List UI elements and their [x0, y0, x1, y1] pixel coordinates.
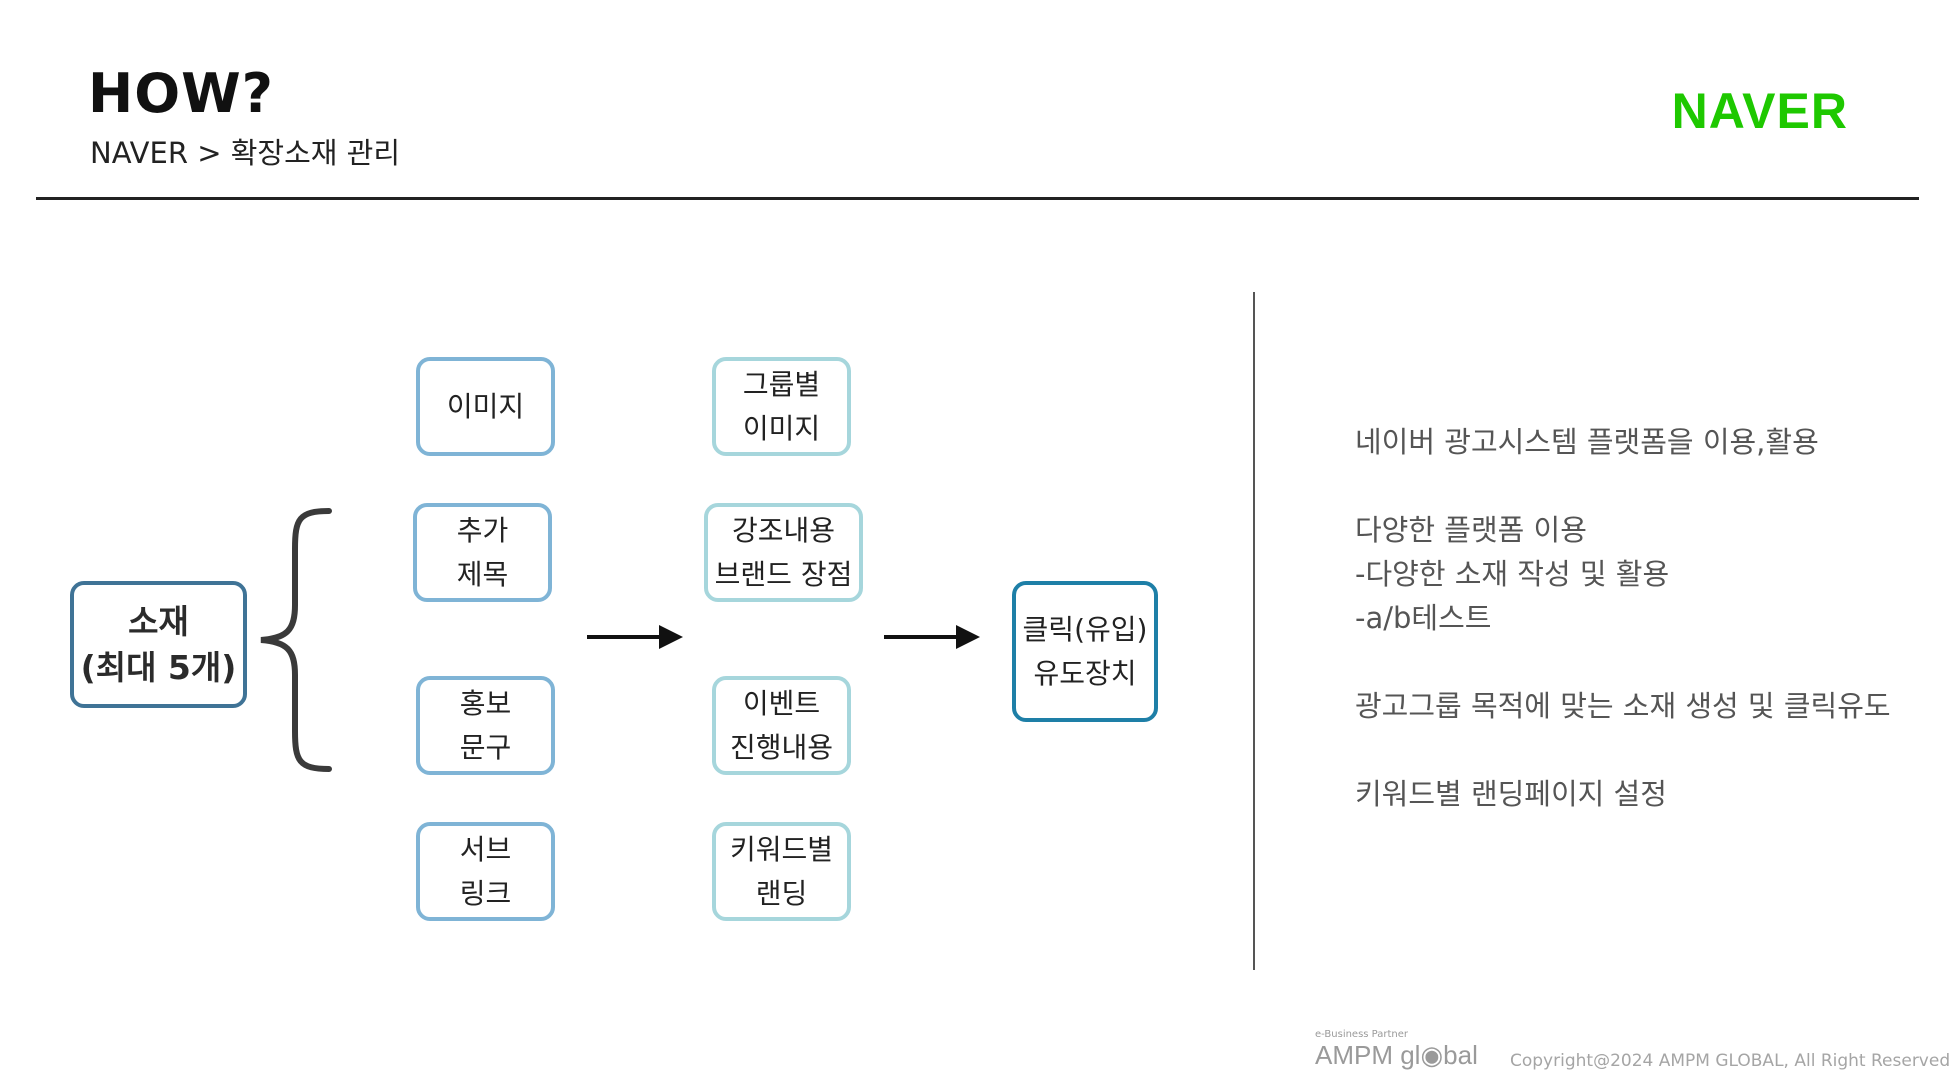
source-box: 소재 (최대 5개): [70, 581, 247, 708]
note-line: -a/b테스트: [1355, 601, 1492, 635]
element-box-label: 랜딩: [755, 876, 808, 910]
element-box-label: 서브: [459, 832, 512, 866]
element-box-image: 이미지: [416, 357, 555, 456]
result-box-line2: 유도장치: [1033, 656, 1137, 690]
result-box-line1: 클릭(유입): [1022, 612, 1148, 646]
source-box-line1: 소재: [128, 601, 189, 641]
note-line: 네이버 광고시스템 플랫폼을 이용,활용: [1355, 425, 1819, 459]
breadcrumb: NAVER > 확장소재 관리: [90, 136, 401, 170]
ampm-global-logo: e-Business Partner AMPM gl◉bal: [1315, 1029, 1478, 1071]
element-box-sublink: 서브 링크: [416, 822, 555, 921]
element-box-label: 이벤트: [742, 686, 821, 720]
note-line: 광고그룹 목적에 맞는 소재 생성 및 클릭유도: [1355, 689, 1891, 723]
notes-panel: 네이버 광고시스템 플랫폼을 이용,활용 다양한 플랫폼 이용 -다양한 소재 …: [1355, 420, 1891, 860]
element-box-label: 문구: [459, 730, 512, 764]
note-line: 키워드별 랜딩페이지 설정: [1355, 777, 1667, 811]
arrow-right-icon: [587, 625, 683, 649]
header-divider: [36, 197, 1919, 200]
element-box-label: 홍보: [459, 686, 512, 720]
partner-label: e-Business Partner: [1315, 1029, 1409, 1040]
element-box-label: 링크: [459, 876, 512, 910]
curly-brace-icon: [260, 508, 332, 772]
naver-logo: NAVER: [1671, 83, 1848, 139]
element-box-label: 진행내용: [729, 730, 834, 764]
element-box-label: 브랜드 장점: [714, 557, 853, 591]
note-group: 키워드별 랜딩페이지 설정: [1355, 772, 1891, 816]
logo-text: AMPM gl◉bal: [1315, 1040, 1478, 1070]
element-box-label: 이미지: [446, 389, 525, 423]
element-box-label: 강조내용: [731, 513, 836, 547]
element-box-extra-title: 추가 제목: [413, 503, 552, 602]
element-box-label: 제목: [456, 557, 509, 591]
element-box-highlight: 강조내용 브랜드 장점: [704, 503, 863, 602]
copyright-text: Copyright@2024 AMPM GLOBAL, All Right Re…: [1510, 1051, 1950, 1071]
note-line: -다양한 소재 작성 및 활용: [1355, 557, 1670, 591]
element-box-promo-copy: 홍보 문구: [416, 676, 555, 775]
element-box-label: 그룹별: [742, 367, 821, 401]
note-group: 다양한 플랫폼 이용 -다양한 소재 작성 및 활용 -a/b테스트: [1355, 508, 1891, 640]
element-box-label: 이미지: [742, 411, 821, 445]
result-box: 클릭(유입) 유도장치: [1012, 581, 1158, 722]
element-box-group-image: 그룹별 이미지: [712, 357, 851, 456]
element-box-label: 추가: [456, 513, 509, 547]
arrow-right-icon: [884, 625, 980, 649]
note-group: 네이버 광고시스템 플랫폼을 이용,활용: [1355, 420, 1891, 464]
source-box-line2: (최대 5개): [80, 647, 237, 687]
element-box-event: 이벤트 진행내용: [712, 676, 851, 775]
element-box-keyword-landing: 키워드별 랜딩: [712, 822, 851, 921]
page-title: HOW?: [88, 62, 274, 125]
vertical-divider: [1253, 292, 1255, 970]
note-line: 다양한 플랫폼 이용: [1355, 513, 1587, 547]
element-box-label: 키워드별: [729, 832, 834, 866]
note-group: 광고그룹 목적에 맞는 소재 생성 및 클릭유도: [1355, 684, 1891, 728]
